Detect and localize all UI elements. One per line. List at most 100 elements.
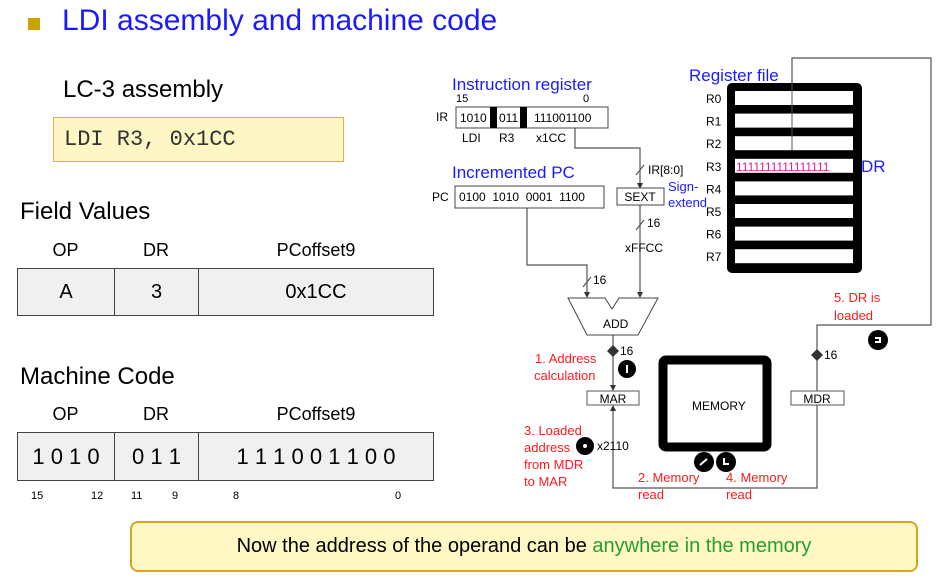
ir-bit-hi: 15 <box>456 93 468 105</box>
step5-label: 5. DR is <box>834 290 881 305</box>
step1-label: calculation <box>534 368 595 383</box>
add-label: ADD <box>603 317 629 331</box>
sign-extend-label: Sign- <box>668 179 698 194</box>
bit-label: 12 <box>91 490 104 502</box>
memory-block <box>658 355 772 452</box>
sext-value: xFFCC <box>625 241 663 255</box>
sext-box <box>616 187 665 206</box>
ir-name-op: LDI <box>462 131 481 145</box>
step1-badge-icon <box>618 360 636 378</box>
diamond-icon <box>811 349 823 361</box>
step2-label: 2. Memory <box>638 470 700 485</box>
register-label: R4 <box>706 182 722 196</box>
bit-label: 8 <box>233 490 240 502</box>
step1-label: 1. Address <box>535 351 597 366</box>
width-slash <box>635 219 645 231</box>
register-r6 <box>735 226 853 241</box>
step2-label: read <box>638 487 664 502</box>
ir-slice-label: IR[8:0] <box>648 163 683 177</box>
register-label: R2 <box>706 137 722 151</box>
step4-badge-icon <box>716 452 736 472</box>
register-label: R5 <box>706 205 722 219</box>
register-r1 <box>735 113 853 128</box>
wire-mdr-mar <box>612 405 818 489</box>
register-label: R0 <box>706 92 722 106</box>
step4-label: read <box>726 487 752 502</box>
ir-name-offset: x1CC <box>536 131 566 145</box>
step3-label: 3. Loaded <box>524 423 582 438</box>
mc-header-op: OP <box>52 404 79 424</box>
register-file-title: Register file <box>689 66 779 85</box>
assembly-code: LDI R3, 0x1CC <box>53 117 344 162</box>
mar-box <box>586 390 640 406</box>
bit-label: 9 <box>172 490 179 502</box>
register-r0 <box>735 91 853 105</box>
ir-title: Instruction register <box>452 75 592 94</box>
dr-label: DR <box>861 157 886 176</box>
ir-field-op: 1010 <box>460 111 487 125</box>
pc-value: 0100 1010 0001 1100 <box>459 190 585 204</box>
add-unit <box>567 297 659 336</box>
step3-label: from MDR <box>524 457 583 472</box>
sign-extend-label: extend <box>668 195 707 210</box>
fv-pcoffset9: 0x1CC <box>285 280 347 303</box>
mdr-label: MDR <box>803 392 831 406</box>
slide-title: LDI assembly and machine code <box>62 4 498 37</box>
step3-badge-icon <box>576 437 594 455</box>
step4-label: 4. Memory <box>726 470 788 485</box>
step5-badge-icon <box>868 330 888 350</box>
width-slash <box>582 276 592 288</box>
width-label: 16 <box>647 216 661 230</box>
fv-header-pcoffset9: PCoffset9 <box>276 240 356 260</box>
note-box: Now the address of the operand can be an… <box>130 521 918 572</box>
memory-label: MEMORY <box>692 399 746 413</box>
field-values-table: A 3 0x1CC <box>17 268 434 316</box>
diamond-icon <box>607 345 619 357</box>
mar-label: MAR <box>600 392 627 406</box>
register-label: R3 <box>706 160 722 174</box>
step5-label: loaded <box>834 308 873 323</box>
register-label: R7 <box>706 250 722 264</box>
note-highlight: anywhere in the memory <box>592 535 812 557</box>
wire-mdr-regfile <box>791 57 932 391</box>
register-r7 <box>735 249 853 264</box>
fv-dr: 3 <box>115 269 199 315</box>
wire-ir-sext <box>574 128 641 186</box>
note-text: Now the address of the operand can be <box>236 535 593 557</box>
mdr-box <box>790 390 845 406</box>
mar-value: x2110 <box>597 439 629 453</box>
pc-title: Incremented PC <box>452 163 575 182</box>
step3-label: to MAR <box>524 474 567 489</box>
wires <box>526 57 932 489</box>
mc-header-pcoffset9: PCoffset9 <box>276 404 356 424</box>
r3-value: 1111111111111111 <box>736 160 830 174</box>
sext-label: SEXT <box>624 190 656 204</box>
mc-op: 1 0 1 0 <box>18 433 115 480</box>
register-r3 <box>735 158 853 173</box>
assembly-heading: LC-3 assembly <box>63 76 224 103</box>
bullet-icon <box>28 18 40 30</box>
register-label: R6 <box>706 228 722 242</box>
mc-header-dr: DR <box>143 404 169 424</box>
mc-dr: 0 1 1 <box>115 433 199 480</box>
fv-header-op: OP <box>52 240 79 260</box>
bit-label: 11 <box>131 490 143 502</box>
bit-label: 0 <box>395 490 402 502</box>
width-label: 16 <box>824 348 838 362</box>
pc-label: PC <box>432 190 449 204</box>
width-label: 16 <box>593 273 607 287</box>
machine-code-table: 1 0 1 0 0 1 1 1 1 1 0 0 1 1 0 0 <box>17 432 434 481</box>
width-label: 16 <box>620 344 634 358</box>
ir-name-dr: R3 <box>499 131 515 145</box>
machine-code-heading: Machine Code <box>20 363 175 390</box>
pc-box <box>454 185 605 209</box>
ir-separator <box>520 107 527 128</box>
register-label: R1 <box>706 115 722 129</box>
ir-field-dr: 011 <box>499 111 518 125</box>
ir-separator <box>490 107 497 128</box>
width-slash <box>635 164 645 176</box>
register-r4 <box>735 181 853 196</box>
register-r2 <box>735 136 853 151</box>
arrowheads <box>584 148 823 411</box>
